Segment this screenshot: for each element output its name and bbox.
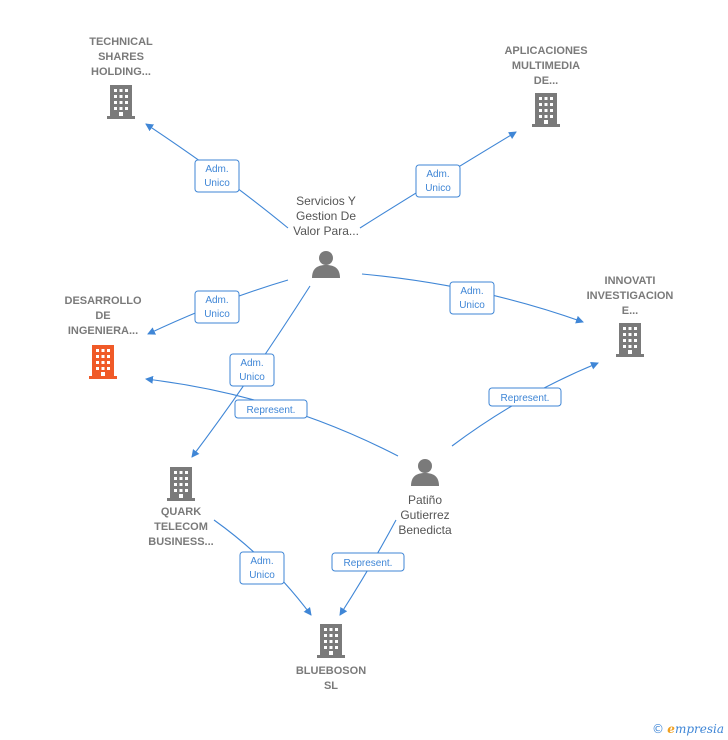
relation-label: Unico <box>239 372 265 383</box>
relation-badge[interactable]: Adm. Unico <box>415 164 461 198</box>
node-label-line: INGENIERA... <box>68 325 138 337</box>
node-label-line: DESARROLLO <box>65 295 142 307</box>
relation-label: Unico <box>204 309 230 320</box>
node-label-line: TECHNICAL <box>89 36 153 48</box>
node-label-line: Patiño <box>408 493 442 507</box>
relation-badge[interactable]: Adm. Unico <box>229 353 275 387</box>
node-label-line: MULTIMEDIA <box>512 60 580 72</box>
relation-badge-box <box>239 551 285 585</box>
node-label-line: SHARES <box>98 51 144 63</box>
copyright-symbol: © <box>651 722 664 736</box>
relation-badge[interactable]: Adm. Unico <box>449 281 495 315</box>
relation-badge-box <box>234 399 308 419</box>
company-node-technical[interactable]: TECHNICAL SHARES HOLDING... <box>89 36 153 119</box>
node-label-line: DE <box>95 310 110 322</box>
node-label-line: HOLDING... <box>91 66 151 78</box>
relation-label: Adm. <box>205 164 228 175</box>
node-label-line: Gestion De <box>296 209 356 223</box>
node-label-line: QUARK <box>161 506 201 518</box>
brand-name: mpresia <box>674 722 724 736</box>
relation-label: Unico <box>425 183 451 194</box>
node-label-line: Gutierrez <box>400 508 449 522</box>
relation-label: Adm. <box>240 358 263 369</box>
relation-label: Represent. <box>247 405 296 416</box>
building-icon <box>107 85 135 119</box>
nodes-layer: TECHNICAL SHARES HOLDING... APLICACIONES MUL… <box>65 36 674 692</box>
building-icon <box>89 345 117 379</box>
relation-badge-box <box>449 281 495 315</box>
relation-label: Adm. <box>250 556 273 567</box>
relation-badge[interactable]: Represent. <box>488 387 562 407</box>
relation-badge[interactable]: Adm. Unico <box>194 159 240 193</box>
badges-layer: Adm.UnicoAdm.UnicoAdm.UnicoAdm.UnicoAdm.… <box>194 159 562 585</box>
relation-badge-box <box>415 164 461 198</box>
relation-label: Represent. <box>344 558 393 569</box>
node-label-line: SL <box>324 680 338 692</box>
node-label-line: Benedicta <box>398 523 452 537</box>
node-label-line: INVESTIGACION <box>587 290 674 302</box>
relation-badge[interactable]: Represent. <box>234 399 308 419</box>
edges-layer <box>145 123 599 616</box>
node-label-line: DE... <box>534 75 558 87</box>
node-label-line: BUSINESS... <box>148 536 213 548</box>
relation-badge[interactable]: Adm. Unico <box>194 290 240 324</box>
node-label-line: APLICACIONES <box>504 45 587 57</box>
person-icon <box>312 251 340 278</box>
building-icon <box>317 624 345 658</box>
node-label-line: TELECOM <box>154 521 208 533</box>
building-icon <box>167 467 195 501</box>
node-label-line: Servicios Y <box>296 194 356 208</box>
building-icon <box>532 93 560 127</box>
brand-initial: e <box>667 722 675 736</box>
relation-badge-box <box>488 387 562 407</box>
building-icon <box>616 323 644 357</box>
relation-badge-box <box>194 290 240 324</box>
relation-badge-box <box>229 353 275 387</box>
relation-label: Unico <box>249 570 275 581</box>
company-node-aplicaciones[interactable]: APLICACIONES MULTIMEDIA DE... <box>504 45 588 127</box>
relation-badge-box <box>331 552 405 572</box>
relation-label: Unico <box>204 178 230 189</box>
relation-label: Adm. <box>205 295 228 306</box>
node-label-line: E... <box>622 305 639 317</box>
node-label-line: BLUEBOSON <box>296 665 366 677</box>
company-node-blueboson[interactable]: BLUEBOSON SL <box>296 624 366 692</box>
company-node-innovati[interactable]: INNOVATI INVESTIGACION E... <box>587 275 674 357</box>
relation-badge[interactable]: Represent. <box>331 552 405 572</box>
relation-label: Unico <box>459 300 485 311</box>
relation-badge-box <box>194 159 240 193</box>
company-node-quark[interactable]: QUARK TELECOM BUSINESS... <box>148 467 214 548</box>
person-icon <box>411 459 439 486</box>
node-label-line: INNOVATI <box>605 275 656 287</box>
relation-label: Adm. <box>460 286 483 297</box>
relation-label: Represent. <box>501 393 550 404</box>
company-node-desarrollo[interactable]: DESARROLLO DE INGENIERA... <box>65 295 142 379</box>
relation-label: Adm. <box>426 169 449 180</box>
footer-brand: © empresia <box>652 722 724 736</box>
relation-badge[interactable]: Adm. Unico <box>239 551 285 585</box>
node-label-line: Valor Para... <box>293 224 359 238</box>
